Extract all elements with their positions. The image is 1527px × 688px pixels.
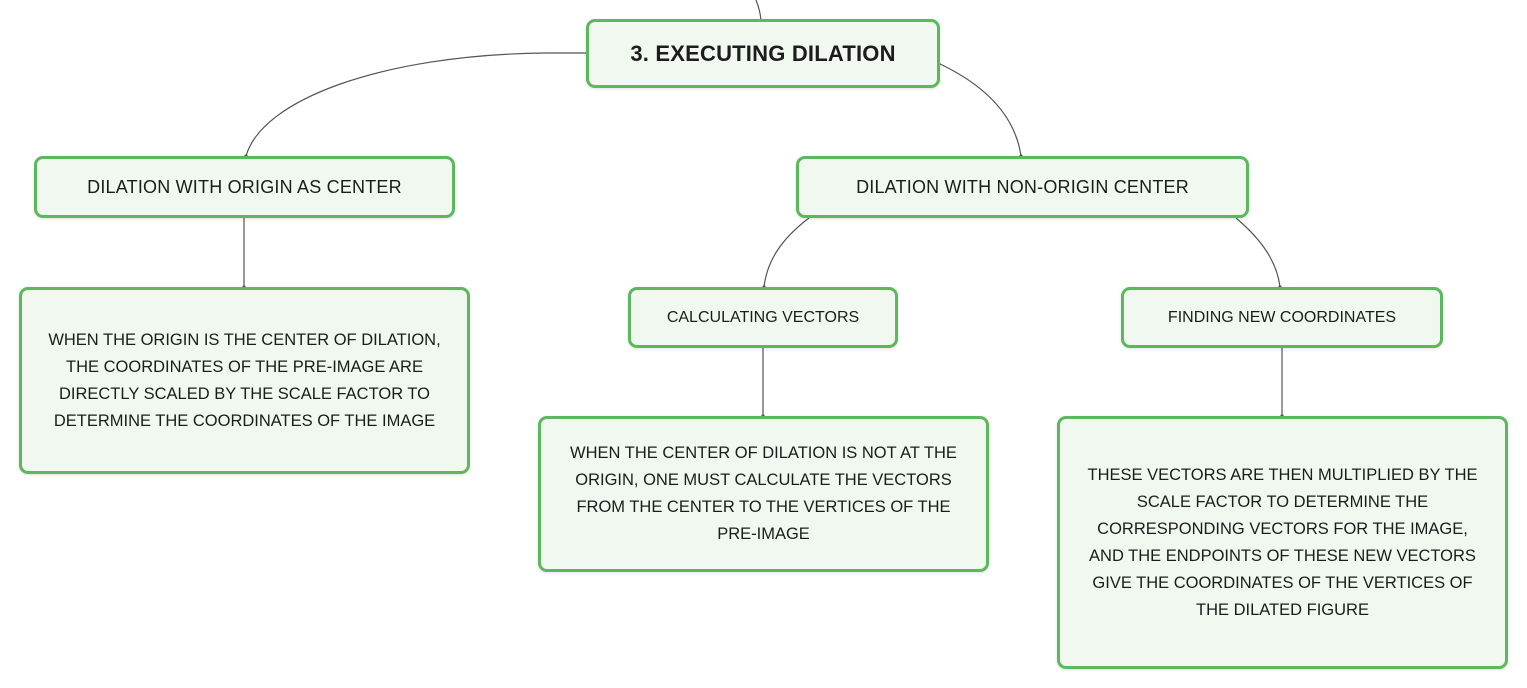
root-node-label: 3. EXECUTING DILATION <box>630 40 896 66</box>
node-finding-new-coordinates-detail[interactable]: THESE VECTORS ARE THEN MULTIPLIED BY THE… <box>1057 416 1508 669</box>
node-dilation-non-origin-center[interactable]: DILATION WITH NON-ORIGIN CENTER <box>796 156 1249 218</box>
node-label: DILATION WITH ORIGIN AS CENTER <box>87 176 402 197</box>
node-label: DILATION WITH NON-ORIGIN CENTER <box>856 176 1189 197</box>
root-node-executing-dilation[interactable]: 3. EXECUTING DILATION <box>586 19 940 88</box>
connector-root-to-non-origin-center <box>937 62 1022 157</box>
node-detail-text: THESE VECTORS ARE THEN MULTIPLIED BY THE… <box>1087 465 1478 619</box>
connector-root-to-origin-center <box>245 52 587 157</box>
node-calculating-vectors-detail[interactable]: WHEN THE CENTER OF DILATION IS NOT AT TH… <box>538 416 989 572</box>
node-detail-text: WHEN THE CENTER OF DILATION IS NOT AT TH… <box>570 444 957 543</box>
node-label: CALCULATING VECTORS <box>666 308 860 326</box>
node-finding-new-coordinates[interactable]: FINDING NEW COORDINATES <box>1121 287 1443 348</box>
node-calculating-vectors[interactable]: CALCULATING VECTORS <box>628 287 898 348</box>
node-label: FINDING NEW COORDINATES <box>1167 308 1397 326</box>
node-detail-text: WHEN THE ORIGIN IS THE CENTER OF DILATIO… <box>48 330 441 430</box>
connector-non-origin-to-calculating-vectors <box>763 217 810 288</box>
connector-non-origin-to-finding-coordinates <box>1235 217 1281 288</box>
connector-parent-to-root <box>755 0 762 21</box>
node-dilation-origin-center[interactable]: DILATION WITH ORIGIN AS CENTER <box>34 156 455 218</box>
node-origin-center-detail[interactable]: WHEN THE ORIGIN IS THE CENTER OF DILATIO… <box>19 287 470 474</box>
